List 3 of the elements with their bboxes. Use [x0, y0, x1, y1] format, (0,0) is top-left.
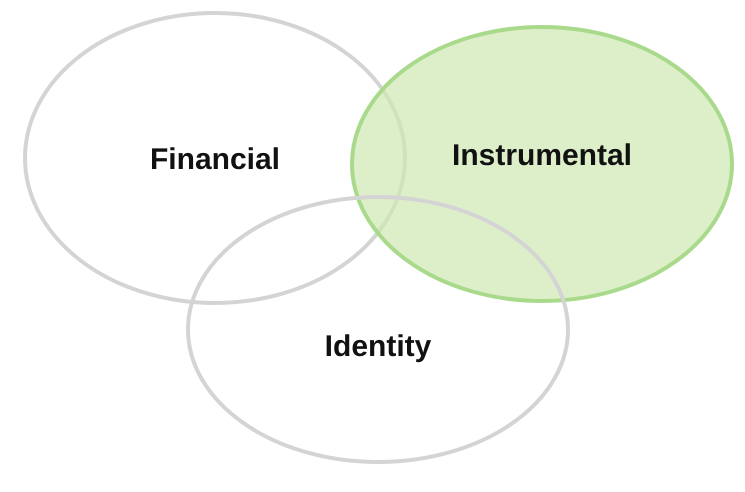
set-label: Instrumental — [452, 139, 632, 173]
set-label: Financial — [150, 143, 280, 177]
set-label: Identity — [324, 330, 432, 364]
